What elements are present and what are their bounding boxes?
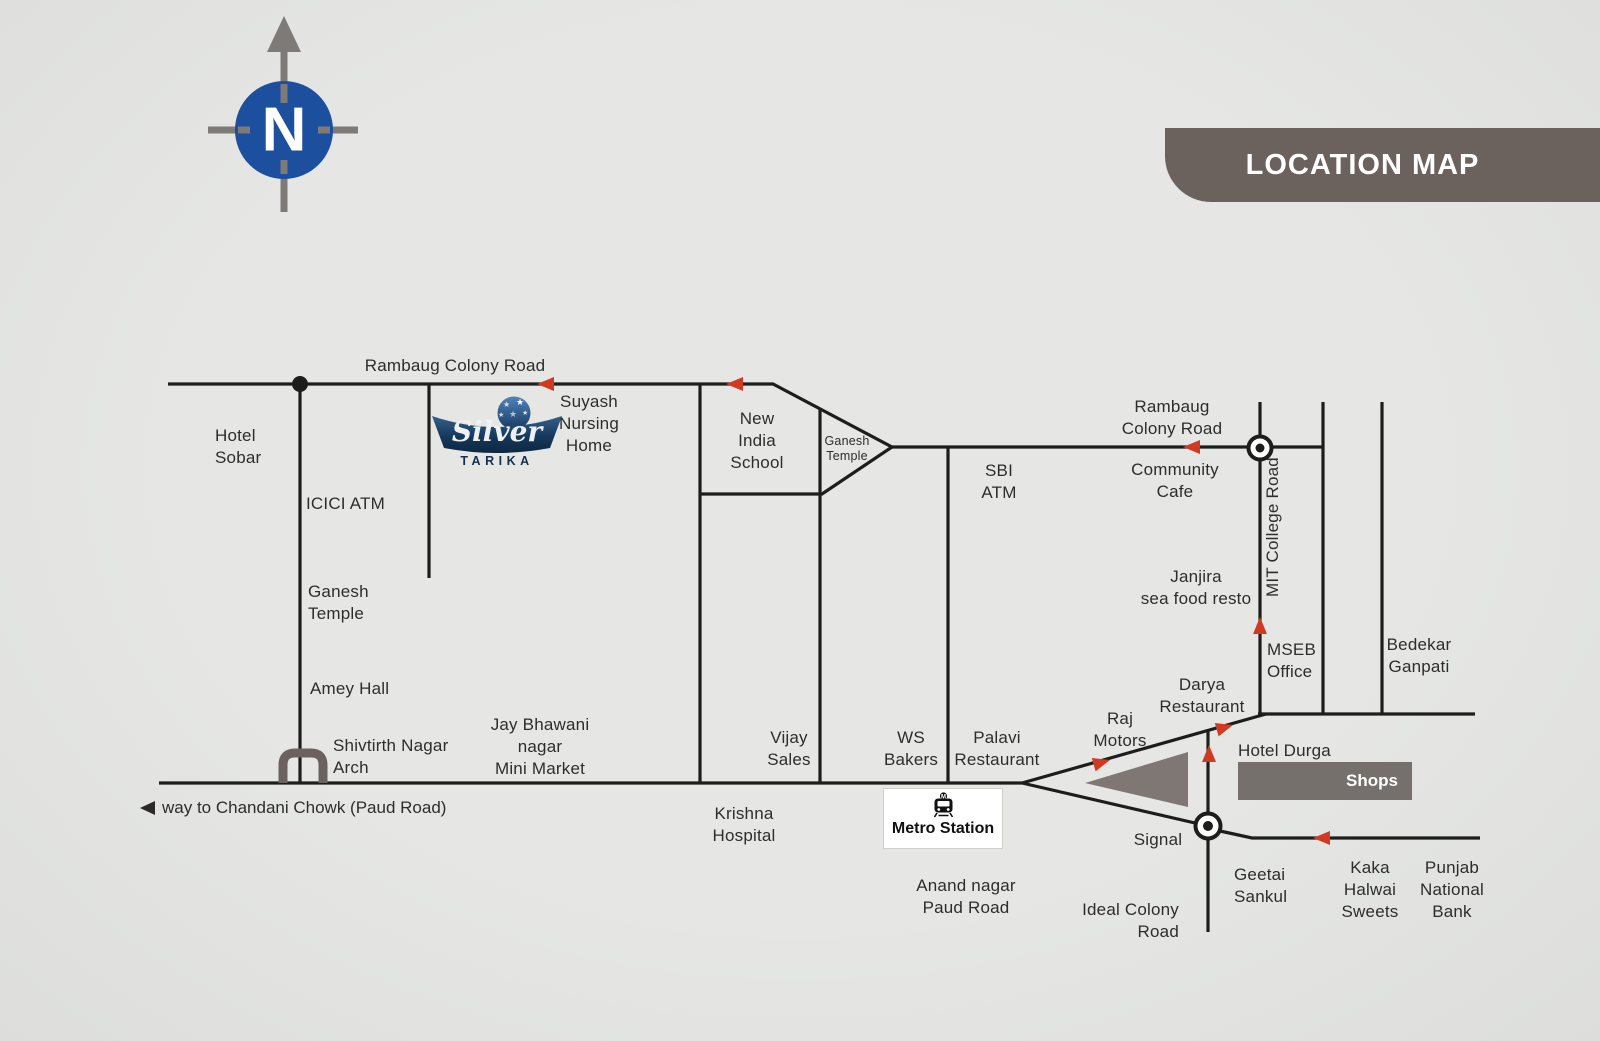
label-ganesh-temple-small: Ganesh Temple — [824, 434, 870, 463]
label-amey-hall: Amey Hall — [310, 679, 390, 698]
label-mit-college-road: MIT College Road — [1263, 457, 1282, 597]
label-icici-atm: ICICI ATM — [306, 494, 385, 513]
label-mseb-office: MSEB Office — [1267, 640, 1316, 681]
svg-text:M: M — [941, 794, 946, 800]
direction-arrow-icon — [1091, 758, 1110, 772]
shops-bar: Shops — [1238, 762, 1412, 800]
compass-icon: N — [184, 8, 384, 223]
logo-wordmark: Silver — [452, 415, 545, 448]
way-to-text: way to Chandani Chowk (Paud Road) — [162, 798, 447, 817]
label-jay-bhawani: Jay Bhawani nagar Mini Market — [490, 715, 590, 778]
road-dot-node — [292, 376, 308, 392]
road-school-block-bottom — [700, 445, 893, 496]
label-krishna-hospital: Krishna Hospital — [712, 804, 776, 845]
direction-arrow-icon — [1202, 745, 1216, 762]
title-banner: LOCATION MAP — [1165, 128, 1600, 202]
metro-train-icon: M — [933, 792, 953, 818]
direction-arrow-icon — [1313, 831, 1330, 845]
silver-tarika-logo: ★ ★ ★ ★ ★ Silver TARIKA — [430, 394, 564, 474]
label-community-cafe: Community Cafe — [1131, 460, 1219, 501]
label-palavi-restaurant: Palavi Restaurant — [954, 728, 1040, 769]
svg-text:★: ★ — [503, 400, 510, 409]
page-title: LOCATION MAP — [1245, 148, 1480, 181]
label-new-india-school: New India School — [730, 409, 784, 472]
direction-arrow-icon — [1214, 723, 1233, 737]
direction-arrow-icon — [1253, 617, 1267, 634]
label-kaka-halwai-sweets: Kaka Halwai Sweets — [1341, 858, 1399, 921]
label-geetai-sankul: Geetai Sankul — [1234, 865, 1288, 906]
label-anand-nagar-paud-road: Anand nagar Paud Road — [916, 876, 1016, 917]
label-bedekar-ganpati: Bedekar Ganpati — [1386, 635, 1452, 676]
metro-station-box: M Metro Station — [883, 788, 1003, 849]
label-rambaug-colony-road-right: Rambaug Colony Road — [1121, 397, 1223, 438]
label-shivtirth-nagar-arch: Shivtirth Nagar Arch — [333, 736, 449, 777]
svg-text:★: ★ — [516, 398, 524, 408]
logo-star-circle — [497, 396, 531, 430]
label-ideal-colony-road: Ideal Colony Road — [1082, 900, 1179, 941]
metro-station-label: Metro Station — [891, 820, 995, 837]
logo-subword: TARIKA — [460, 454, 533, 468]
label-hotel-durga: Hotel Durga — [1238, 741, 1331, 760]
signal-node-top — [1246, 434, 1274, 462]
road-fork-lower-diagonal — [1021, 781, 1196, 825]
label-punjab-national-bank: Punjab National Bank — [1420, 858, 1484, 921]
label-vijay-sales: Vijay Sales — [767, 728, 811, 769]
label-janjira-sea-food: Janjira sea food resto — [1140, 567, 1252, 608]
label-rambaug-colony-road-top: Rambaug Colony Road — [364, 356, 546, 375]
logo-stars: ★ ★ ★ ★ ★ — [498, 398, 528, 420]
label-signal: Signal — [1133, 830, 1183, 849]
road-bottom-right — [1219, 829, 1480, 840]
label-darya-restaurant: Darya Restaurant — [1159, 675, 1245, 716]
logo-band — [432, 416, 562, 453]
label-hotel-sobar: Hotel Sobar — [215, 426, 262, 467]
label-ws-bakers: WS Bakers — [883, 728, 939, 769]
svg-text:★: ★ — [509, 410, 517, 420]
label-sbi-atm: SBI ATM — [981, 461, 1017, 502]
label-raj-motors: Raj Motors — [1093, 709, 1147, 750]
svg-text:★: ★ — [498, 411, 504, 419]
direction-arrow-icon — [537, 377, 554, 391]
way-to-note: way to Chandani Chowk (Paud Road) — [140, 798, 446, 818]
label-suyash-nursing-home: Suyash Nursing Home — [559, 392, 619, 455]
arch-icon — [278, 748, 328, 783]
direction-arrow-icon — [726, 377, 743, 391]
svg-text:★: ★ — [522, 409, 528, 417]
left-arrow-icon — [140, 801, 155, 815]
fork-wedge — [1085, 752, 1188, 807]
label-ganesh-temple-left: Ganesh Temple — [308, 582, 369, 623]
shops-label: Shops — [1346, 771, 1398, 790]
road-rambaug-colony-top — [168, 382, 1323, 449]
signal-node-bottom — [1193, 811, 1223, 841]
direction-arrow-icon — [1183, 440, 1200, 454]
compass-north-letter: N — [261, 95, 307, 165]
